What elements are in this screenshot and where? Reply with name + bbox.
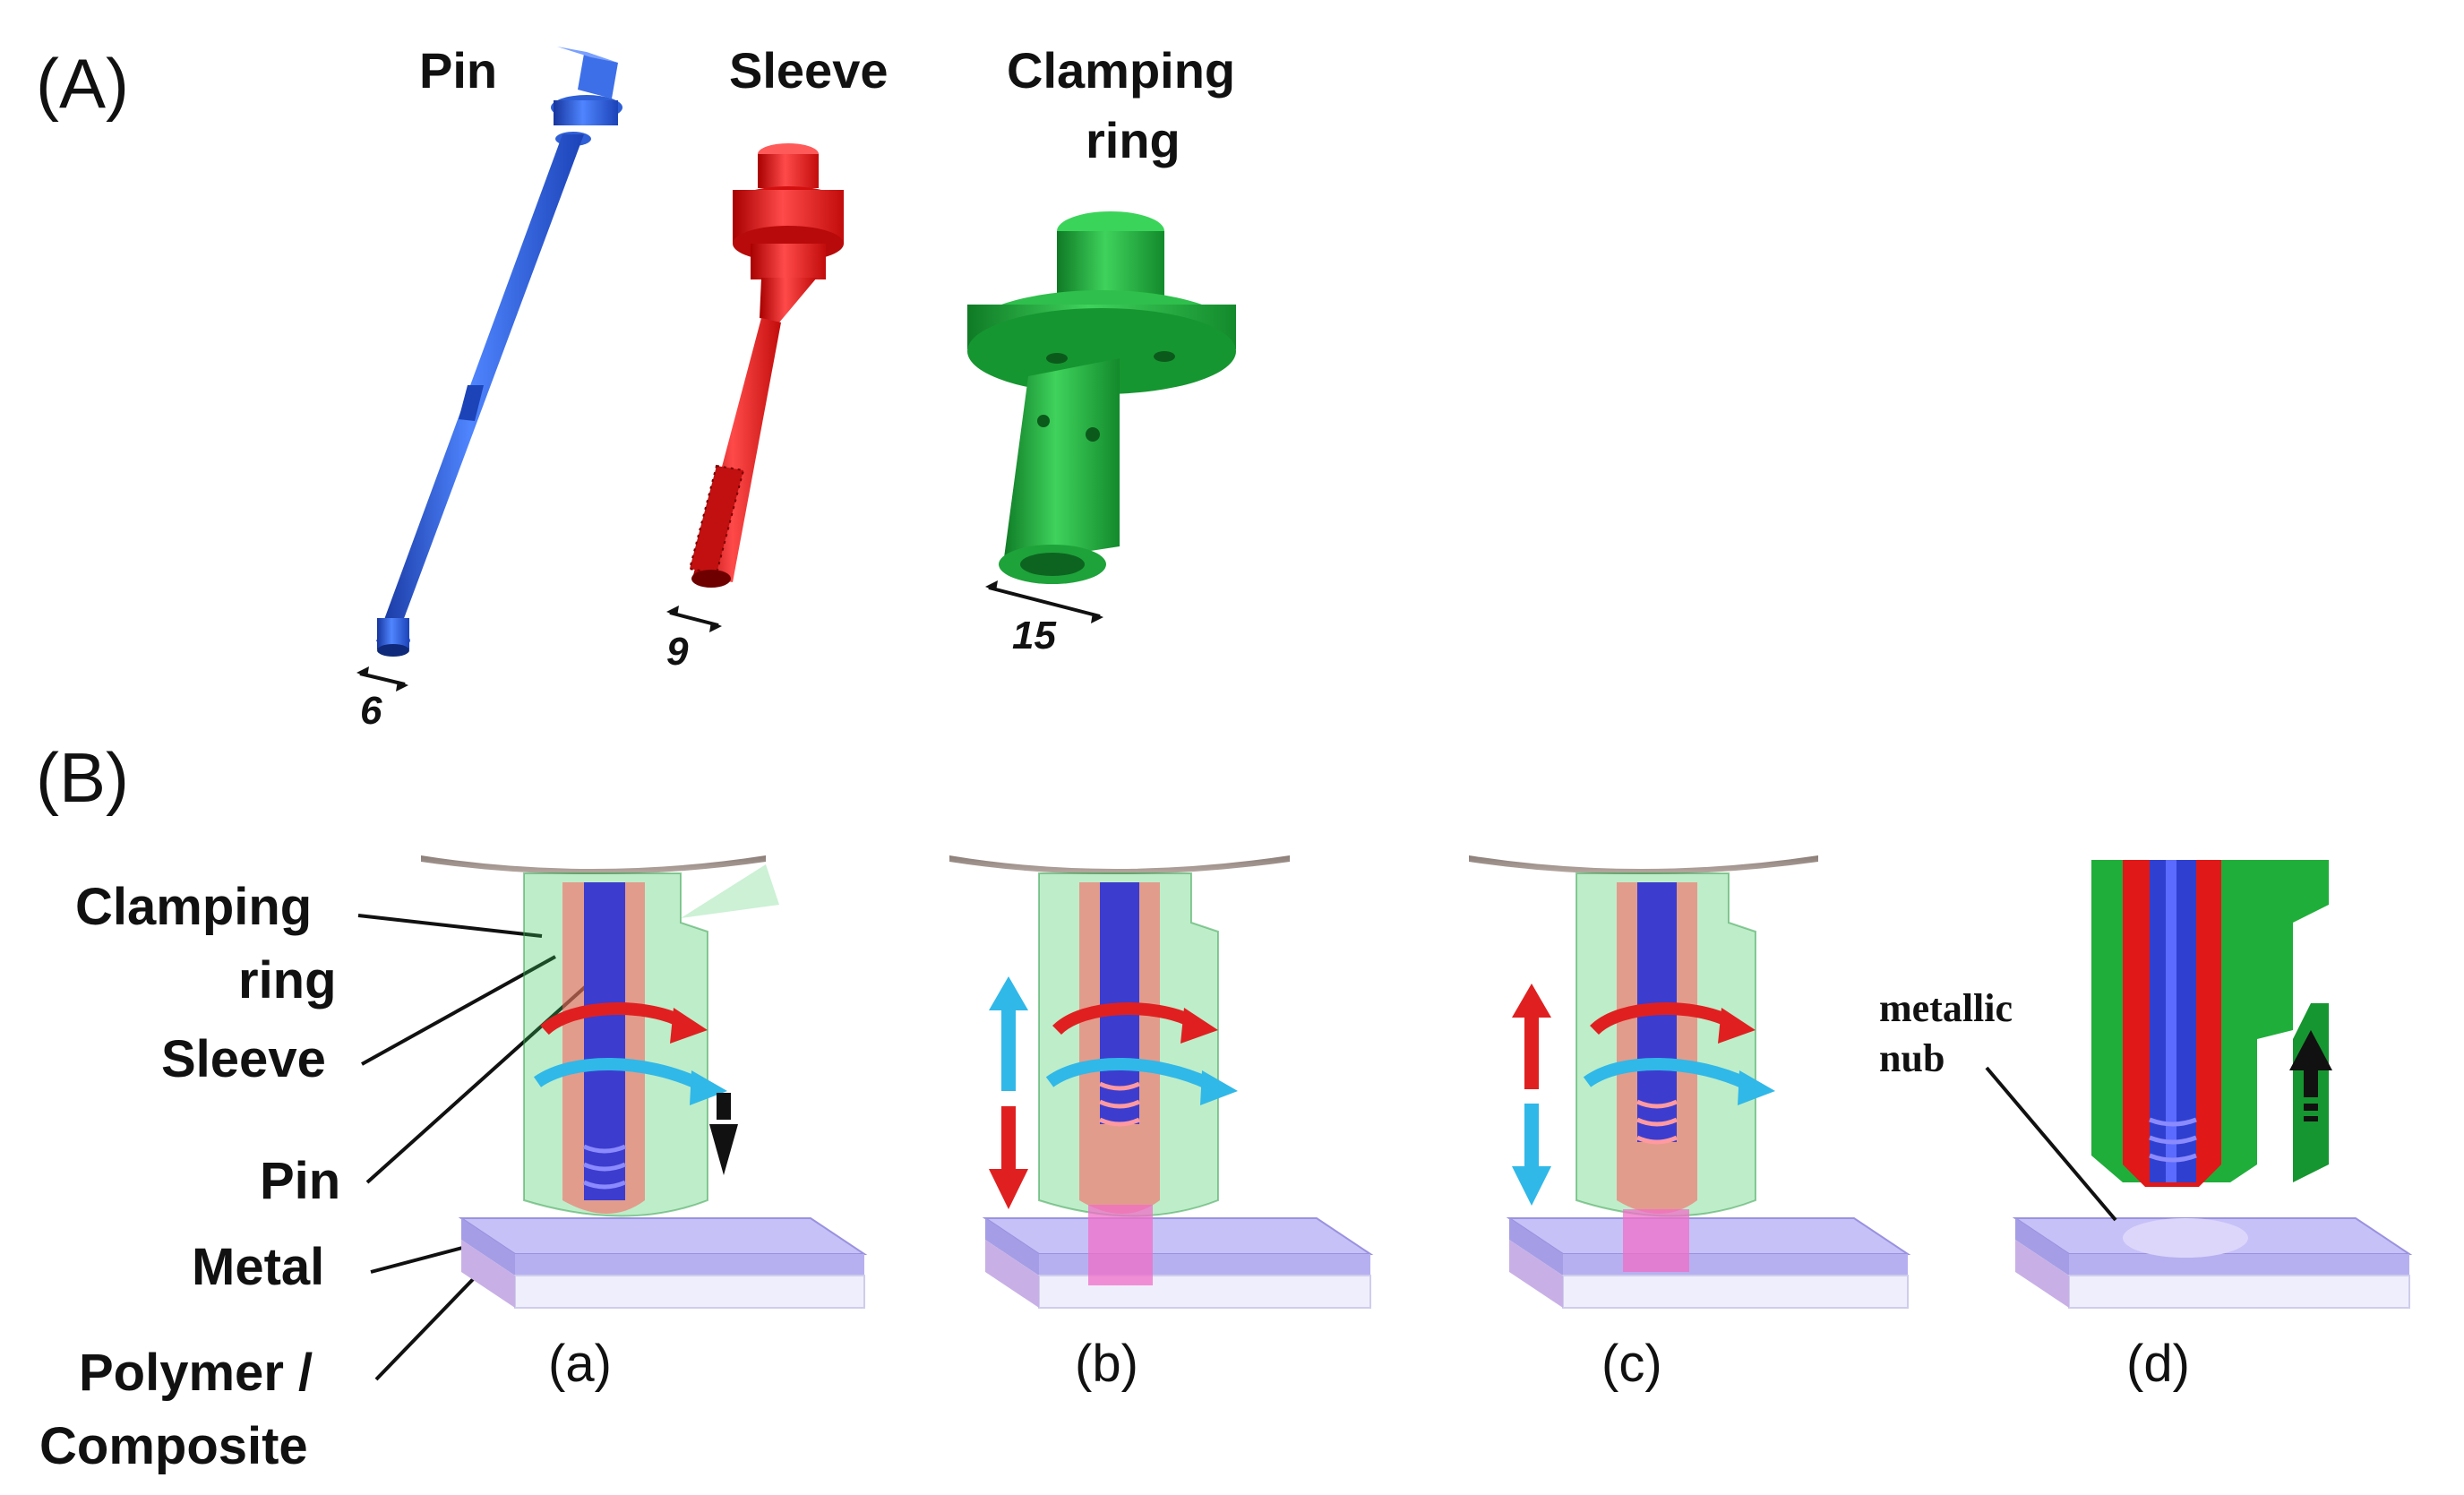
step-d-illustration [1985, 860, 2413, 1309]
panel-a-label: (A) [36, 44, 129, 123]
clamping-ring-title-line2: ring [1086, 112, 1180, 168]
pin-dimension: 6 [360, 689, 382, 733]
step-c-illustration [1469, 855, 1911, 1309]
sleeve-title: Sleeve [729, 42, 889, 99]
legend-pin: Pin [260, 1152, 340, 1210]
sleeve-dimension: 9 [666, 630, 689, 674]
clamping-ring-part [967, 211, 1236, 584]
step-c-caption: (c) [1601, 1335, 1662, 1393]
pin-dimension-arrow [356, 666, 408, 692]
step-a-caption: (a) [548, 1335, 612, 1393]
legend-clamping-ring-line1: Clamping [75, 878, 312, 936]
sleeve-dimension-arrow [666, 606, 722, 632]
metallic-nub-label-line1: metallic [1879, 986, 2013, 1030]
clamping-ring-title-line1: Clamping [1007, 42, 1235, 99]
step-d-caption: (d) [2126, 1335, 2190, 1393]
panel-b-label: (B) [36, 738, 129, 817]
legend-sleeve: Sleeve [161, 1030, 326, 1088]
step-b-illustration [949, 855, 1374, 1309]
sleeve-part [688, 143, 844, 588]
legend-polymer-line1: Polymer / [79, 1344, 313, 1402]
metallic-nub-label-line2: nub [1879, 1036, 1945, 1080]
step-a-illustration [421, 855, 868, 1309]
pin-part [376, 47, 622, 657]
legend-metal: Metal [192, 1238, 324, 1296]
step-b-caption: (b) [1075, 1335, 1138, 1393]
clamping-ring-dimension-arrow [985, 580, 1103, 623]
legend-clamping-ring-line2: ring [238, 951, 337, 1010]
pin-title: Pin [419, 42, 497, 99]
clamping-ring-dimension: 15 [1012, 614, 1056, 657]
legend-polymer-line2: Composite [39, 1417, 308, 1475]
